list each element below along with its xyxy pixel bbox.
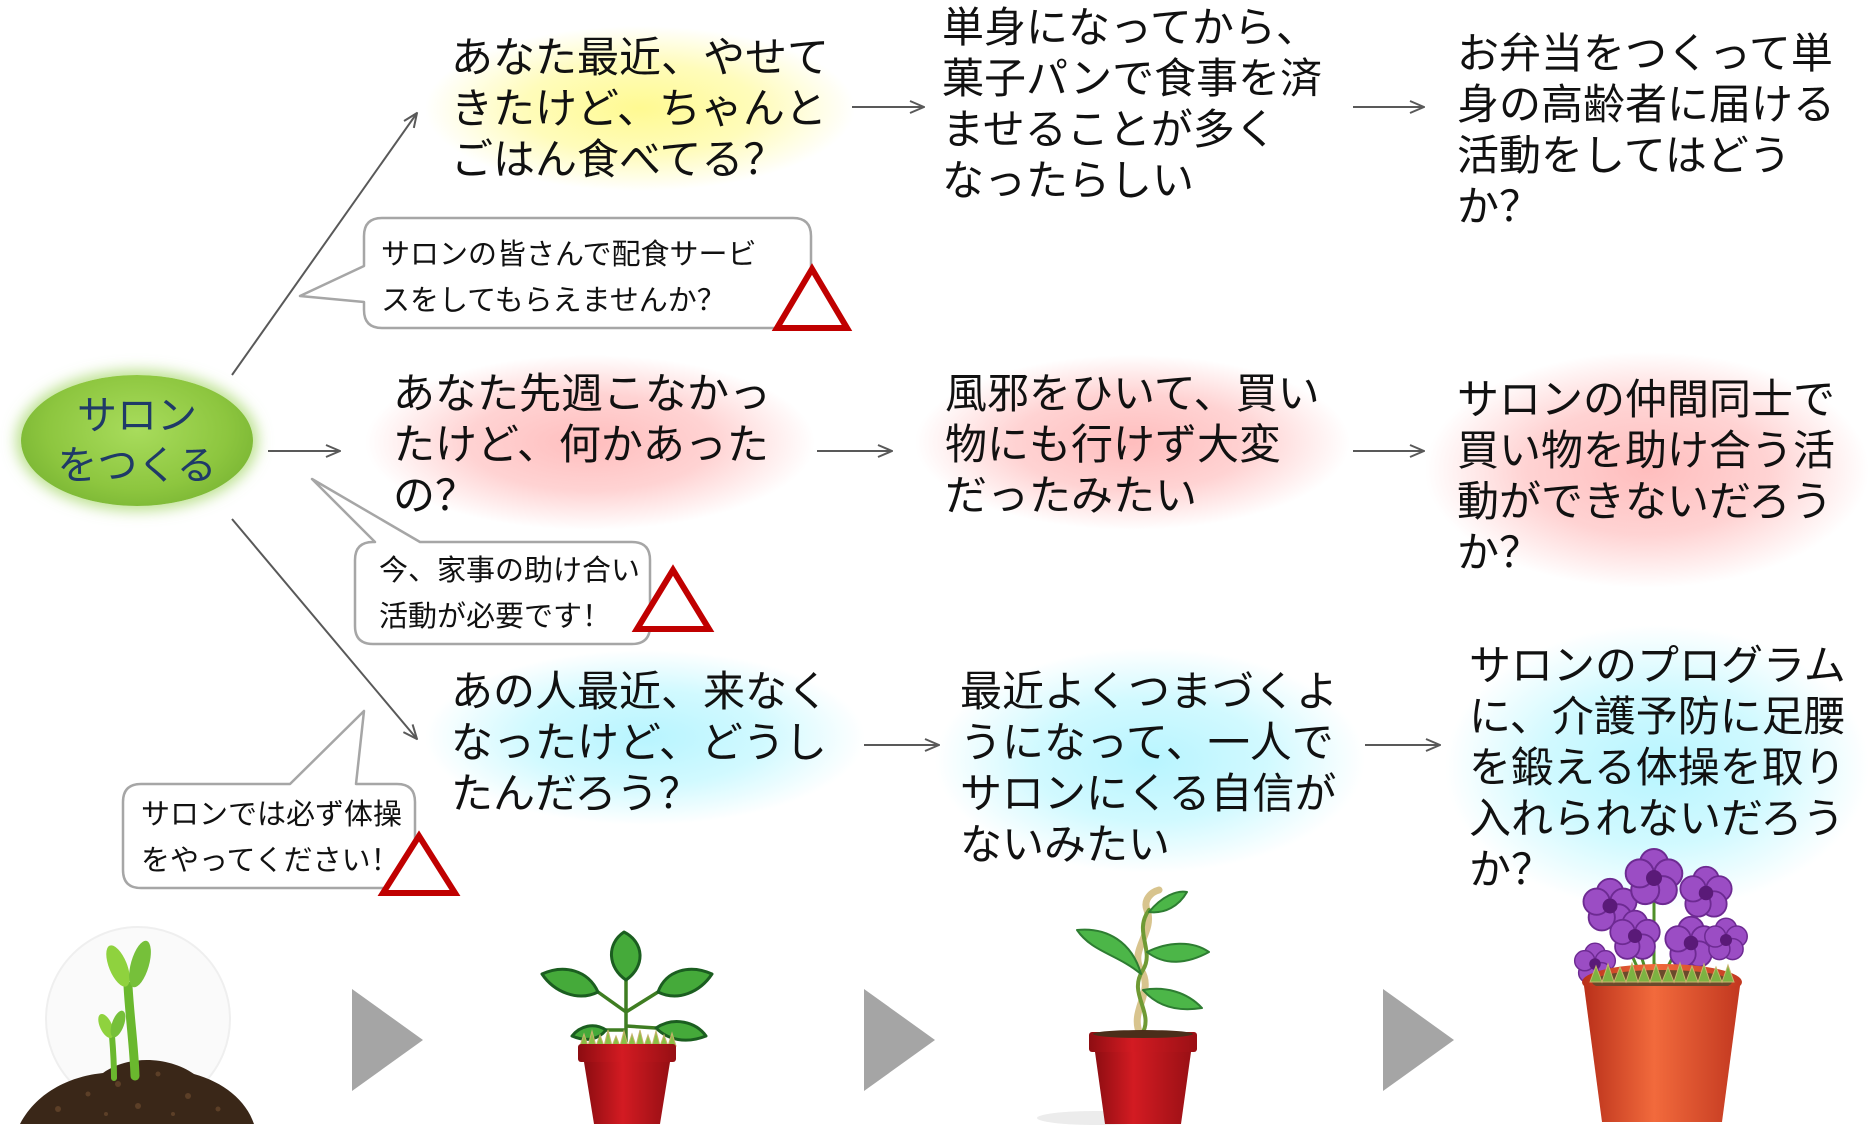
start-node-line: サロン	[77, 392, 197, 439]
text-line: 動ができないだろう	[1457, 477, 1833, 526]
arrow-start-to-row1	[231, 113, 417, 376]
row3-idea-text: サロンのプログラム に、介護予防に足腰 を鍛える体操を取り 入れられないだろう …	[1469, 640, 1846, 895]
row2-question-text: あなた先週こなかっ たけど、何かあった の？	[393, 368, 771, 521]
text-line: 活動をしてはどう	[1457, 131, 1791, 180]
callout-line: 活動が必要です！	[379, 599, 612, 633]
text-line: あなた先週こなかっ	[393, 369, 772, 418]
text-line: か？	[1457, 182, 1542, 231]
young-potted-plant-icon	[540, 930, 714, 1124]
text-line: 物にも行けず大変	[945, 420, 1282, 469]
row3-situation-text: 最近よくつまづくよ うになって、一人で サロンにくる自信が ないみたい	[960, 666, 1338, 870]
callout-line: スをしてもらえませんか？	[381, 283, 726, 317]
text-line: ごはん食べてる？	[451, 135, 786, 184]
text-line: 入れられないだろう	[1469, 794, 1845, 843]
row3-question-text: あの人最近、来なく なったけど、どうし たんだろう？	[451, 666, 829, 819]
sprout-icon	[20, 926, 254, 1124]
text-line: か？	[1457, 528, 1542, 577]
text-line: ませることが多く	[942, 105, 1277, 154]
text-line: サロンのプログラム	[1469, 641, 1846, 690]
text-line: か？	[1469, 845, 1554, 894]
climbing-potted-plant-icon	[1037, 886, 1210, 1125]
text-line: なったらしい	[942, 156, 1195, 205]
text-line: だったみたい	[945, 471, 1198, 520]
text-line: 単身になってから、	[942, 3, 1318, 52]
callout-bubble-meal-service	[298, 216, 813, 330]
text-line: なったけど、どうし	[451, 718, 827, 767]
text-line: あの人最近、来なく	[451, 667, 830, 716]
callout-line: 今、家事の助け合い	[379, 553, 641, 587]
text-line: お弁当をつくって単	[1457, 29, 1833, 78]
highlight-cyan-row3-question	[425, 650, 865, 825]
row2-idea-text: サロンの仲間同士で 買い物を助け合う活 動ができないだろう か？	[1457, 374, 1835, 578]
callout-text-exercise: サロンでは必ず体操 をやってください！	[141, 791, 402, 883]
text-line: 菓子パンで食事を済	[942, 54, 1323, 103]
text-line: の？	[393, 471, 478, 520]
text-line: サロンの仲間同士で	[1457, 375, 1836, 424]
text-line: きたけど、ちゃんと	[451, 84, 827, 133]
text-line: 買い物を助け合う活	[1457, 426, 1836, 475]
text-line: 風邪をひいて、買い	[945, 369, 1320, 418]
text-line: 最近よくつまづくよ	[960, 667, 1339, 716]
text-line: たんだろう？	[451, 769, 701, 818]
highlight-yellow-row1-question	[425, 26, 855, 191]
text-line: ないみたい	[960, 820, 1171, 869]
text-line: を鍛える体操を取り	[1469, 743, 1846, 792]
callout-bubble-housework-help	[310, 477, 652, 646]
text-line: うになって、一人で	[960, 718, 1334, 767]
text-line: サロンにくる自信が	[960, 769, 1337, 818]
highlight-cyan-row3-situation	[935, 648, 1365, 873]
stage-arrow-play-triangle-icon	[352, 989, 423, 1091]
row1-question-text: あなた最近、やせて きたけど、ちゃんと ごはん食べてる？	[451, 32, 829, 185]
callout-line: サロンでは必ず体操	[141, 797, 403, 831]
callout-text-housework-help: 今、家事の助け合い 活動が必要です！	[379, 547, 640, 639]
start-node-line: をつくる	[57, 442, 217, 489]
start-node-create-salon: サロン をつくる	[21, 375, 253, 506]
row2-situation-text: 風邪をひいて、買い 物にも行けず大変 だったみたい	[945, 368, 1320, 521]
callout-line: サロンの皆さんで配食サービ	[381, 237, 757, 271]
stage-arrow-play-triangle-icon	[1383, 989, 1454, 1091]
warning-triangle-icon	[631, 564, 715, 632]
highlight-pink-row2-situation	[915, 355, 1350, 530]
arrow-start-to-row3	[231, 518, 417, 739]
highlight-pink-row2-question	[365, 355, 815, 530]
highlight-pink-row2-idea	[1425, 352, 1869, 588]
row1-situation-text: 単身になってから、 菓子パンで食事を済 ませることが多く なったらしい	[942, 2, 1322, 206]
warning-triangle-icon	[771, 263, 853, 331]
text-line: たけど、何かあった	[393, 420, 769, 469]
callout-text-meal-service: サロンの皆さんで配食サービ スをしてもらえませんか？	[381, 231, 757, 323]
text-line: に、介護予防に足腰	[1469, 692, 1846, 741]
text-line: あなた最近、やせて	[451, 33, 830, 82]
flowering-potted-plant-icon	[1573, 848, 1748, 1122]
warning-triangle-icon	[377, 830, 461, 896]
callout-line: をやってください！	[141, 843, 400, 877]
row1-idea-text: お弁当をつくって単 身の高齢者に届ける 活動をしてはどう か？	[1457, 28, 1835, 232]
stage-arrow-play-triangle-icon	[864, 989, 935, 1091]
text-line: 身の高齢者に届ける	[1457, 80, 1836, 129]
